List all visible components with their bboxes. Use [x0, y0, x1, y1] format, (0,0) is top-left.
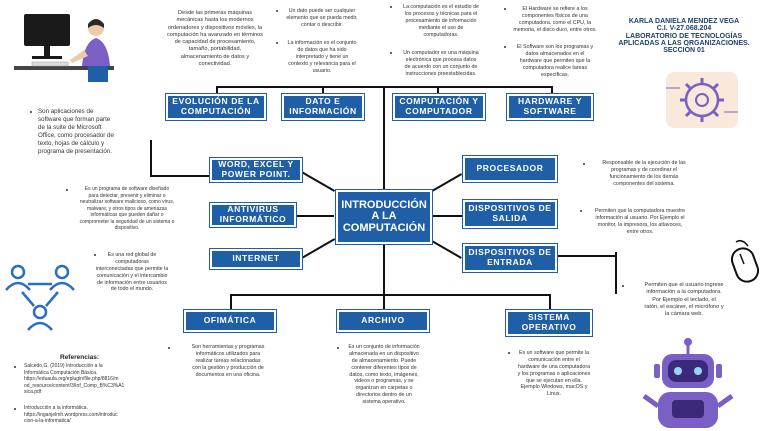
mouse-icon [730, 239, 760, 283]
connector-line [383, 294, 385, 310]
connector-line [437, 86, 439, 94]
software-description: El Software son los programas y datos al… [516, 44, 594, 78]
connector-line [431, 173, 462, 192]
connector-line [551, 86, 553, 94]
node-antivirus[interactable]: ANTIVIRUS INFORMÁTICO [209, 202, 297, 228]
archivo-description: Es un conjunto de información almacenada… [348, 344, 420, 405]
dato-description: Un dato puede ser cualquier elemento que… [286, 8, 358, 28]
connector-line [230, 294, 550, 296]
bullet [14, 408, 16, 410]
salida-description: Permiten que la computadora muestre info… [594, 208, 686, 235]
bullet [30, 111, 32, 113]
node-word-excel-powerpoint[interactable]: WORD, EXCEL Y POWER POINT. [209, 157, 303, 183]
bullet [583, 163, 585, 165]
node-dispositivos-entrada[interactable]: DISPOSITIVOS DE ENTRADA [462, 243, 558, 273]
sistema-operativo-description: Es un software que permite la comunicaci… [517, 350, 591, 398]
bullet [504, 46, 506, 48]
node-sistema-operativo[interactable]: SISTEMA OPERATIVO [505, 309, 593, 337]
word-description: Son aplicaciones de software que forman … [38, 108, 114, 156]
connector-line [383, 244, 385, 294]
bullet [580, 210, 582, 212]
connector-line [150, 175, 210, 177]
connector-line [216, 86, 218, 94]
node-ofimatica[interactable]: OFIMÁTICA [183, 309, 277, 333]
bullet [337, 347, 339, 349]
node-computacion[interactable]: COMPUTACIÓN Y COMPUTADOR [392, 93, 486, 121]
node-archivo[interactable]: ARCHIVO [336, 309, 430, 333]
connector-line [299, 238, 336, 260]
hardware-description: El Hardware se refiere a los componentes… [513, 6, 597, 33]
node-evolucion[interactable]: EVOLUCIÓN DE LA COMPUTACIÓN [165, 93, 267, 121]
connector-line [383, 86, 385, 190]
ofimatica-description: Son herramientas y programas informático… [191, 344, 265, 378]
informacion-description: La información es el conjunto de datos q… [287, 40, 357, 74]
connector-line [150, 140, 152, 175]
connector-line [431, 240, 462, 259]
bullet [66, 189, 68, 191]
connector-line [557, 255, 615, 257]
network-people-icon [5, 264, 75, 331]
bullet [390, 6, 392, 8]
bullet [168, 347, 170, 349]
reference-item: Salcedo,G. (2019) Introducción a la Info… [24, 363, 125, 395]
bullet [390, 52, 392, 54]
reference-item: Introducción a la informática. https://i… [24, 405, 118, 424]
node-dato-informacion[interactable]: DATO E INFORMACIÓN [281, 93, 365, 121]
bullet [276, 10, 278, 12]
bullet [14, 366, 16, 368]
author-block: KARLA DANIELA MENDEZ VEGA C.I. V-27.068.… [618, 18, 750, 55]
references-title: Referencias: [60, 354, 100, 361]
antivirus-description: Es un programa de software diseñado para… [79, 186, 175, 231]
evolucion-description: Desde las primeras máquinas mecánicas ha… [166, 10, 264, 67]
node-dispositivos-salida[interactable]: DISPOSITIVOS DE SALIDA [462, 199, 558, 229]
connector-line [296, 215, 334, 217]
bullet [508, 352, 510, 354]
node-procesador[interactable]: PROCESADOR [462, 155, 558, 183]
connector-line [230, 294, 232, 310]
connector-line [299, 170, 336, 192]
robot-icon [642, 338, 734, 428]
bullet [622, 285, 624, 287]
bullet [276, 42, 278, 44]
computacion-description: La computación es el estudio de los proc… [403, 4, 479, 38]
connector-line [322, 86, 324, 94]
bullet [94, 254, 96, 256]
person-at-computer-icon [14, 14, 114, 82]
computador-description: Un computador es una máquina electrónica… [403, 50, 479, 77]
entrada-description: Permiten que el usuario ingrese informac… [644, 282, 724, 318]
node-hardware-software[interactable]: HARDWARE Y SOFTWARE [506, 93, 594, 121]
connector-line [615, 252, 617, 294]
procesador-description: Responsable de la ejecución de las progr… [602, 160, 686, 187]
gear-icon [666, 72, 738, 128]
connector-line [549, 294, 551, 310]
connector-line [432, 215, 466, 217]
node-internet[interactable]: INTERNET [209, 248, 303, 270]
internet-description: Es una red global de computadoras interc… [95, 252, 169, 293]
central-node[interactable]: INTRODUCCIÓN A LA COMPUTACIÓN [335, 189, 433, 245]
bullet [504, 8, 506, 10]
